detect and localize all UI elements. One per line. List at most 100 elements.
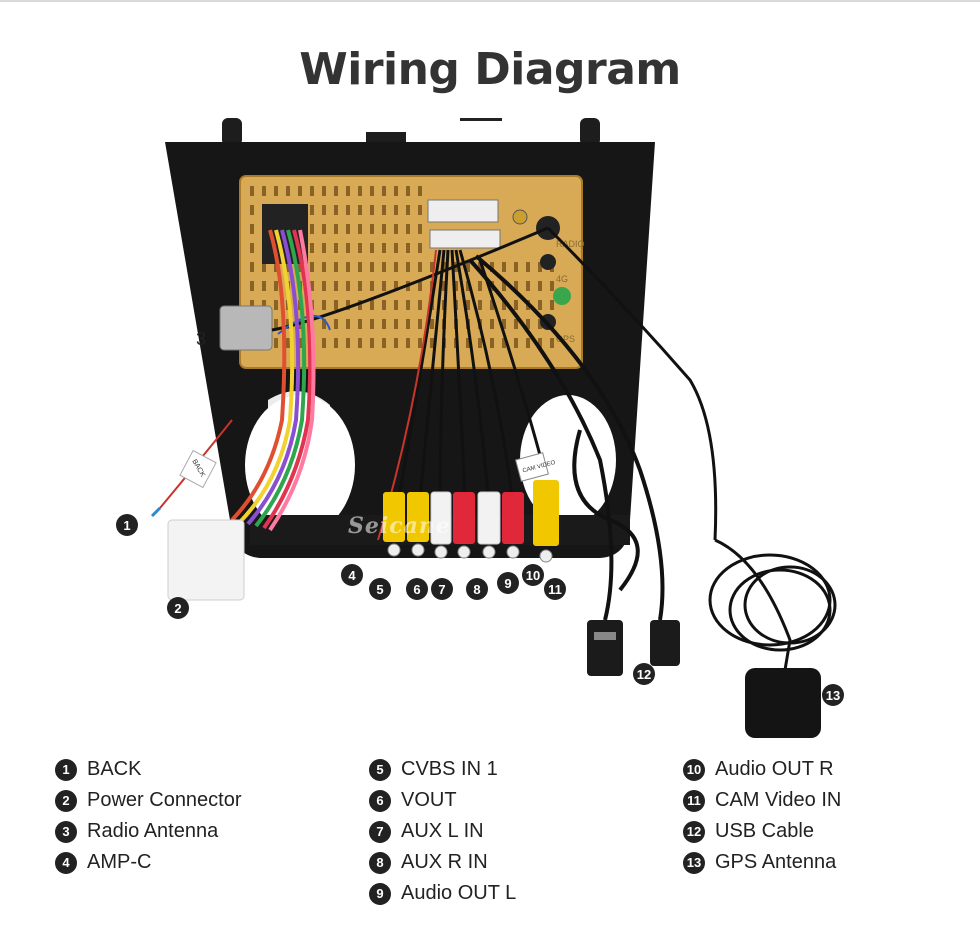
vent-slot bbox=[502, 300, 506, 310]
vent-slot bbox=[334, 300, 338, 310]
legend-number: 7 bbox=[369, 820, 391, 843]
vent-slot bbox=[418, 186, 422, 196]
vent-slot bbox=[334, 319, 338, 329]
vent-slot bbox=[310, 281, 314, 291]
vent-slot bbox=[346, 186, 350, 196]
vent-slot bbox=[310, 186, 314, 196]
legend-item: 7 AUX L IN bbox=[369, 816, 516, 847]
vent-slot bbox=[502, 319, 506, 329]
vent-slot bbox=[394, 319, 398, 329]
vent-slot bbox=[406, 300, 410, 310]
vent-slot bbox=[262, 186, 266, 196]
vent-slot bbox=[250, 300, 254, 310]
vent-slot bbox=[334, 243, 338, 253]
legend-label: GPS Antenna bbox=[715, 851, 837, 873]
callout-13: 13 bbox=[822, 684, 844, 706]
vent-slot bbox=[514, 338, 518, 348]
vent-slot bbox=[430, 319, 434, 329]
vent-slot bbox=[358, 224, 362, 234]
vent-slot bbox=[466, 338, 470, 348]
vent-slot bbox=[250, 243, 254, 253]
vent-slot bbox=[346, 243, 350, 253]
vent-slot bbox=[298, 186, 302, 196]
legend-label: USB Cable bbox=[715, 820, 814, 842]
vent-slot bbox=[274, 186, 278, 196]
vent-slot bbox=[286, 319, 290, 329]
vent-slot bbox=[274, 319, 278, 329]
legend-item: 12 USB Cable bbox=[683, 816, 841, 847]
callout-8: 8 bbox=[466, 578, 488, 600]
legend-number: 12 bbox=[683, 820, 705, 843]
vent-slot bbox=[406, 319, 410, 329]
vent-slot bbox=[382, 186, 386, 196]
legend-label: CAM Video IN bbox=[715, 789, 842, 811]
vent-slot bbox=[382, 281, 386, 291]
vent-slot bbox=[370, 186, 374, 196]
vent-slot bbox=[358, 319, 362, 329]
vent-slot bbox=[334, 224, 338, 234]
vent-slot bbox=[298, 262, 302, 272]
vent-slot bbox=[406, 243, 410, 253]
vent-slot bbox=[394, 300, 398, 310]
vent-slot bbox=[514, 300, 518, 310]
vent-slot bbox=[334, 205, 338, 215]
legend-label: Audio OUT L bbox=[401, 882, 517, 904]
vent-slot bbox=[514, 319, 518, 329]
vent-slot bbox=[370, 281, 374, 291]
vent-slot bbox=[310, 243, 314, 253]
vent-slot bbox=[322, 319, 326, 329]
gps-antenna bbox=[546, 226, 837, 738]
vent-slot bbox=[538, 262, 542, 272]
vent-slot bbox=[286, 338, 290, 348]
vent-slot bbox=[358, 300, 362, 310]
usb-cables bbox=[468, 254, 680, 676]
vent-slot bbox=[490, 262, 494, 272]
vent-slot bbox=[514, 281, 518, 291]
vent-slot bbox=[346, 262, 350, 272]
vent-slot bbox=[502, 338, 506, 348]
legend-item: 9 Audio OUT L bbox=[369, 878, 516, 909]
callout-3-text: 3 bbox=[196, 329, 206, 349]
vent-slot bbox=[526, 319, 530, 329]
legend-label: AUX L IN bbox=[401, 820, 484, 842]
vent-slot bbox=[418, 262, 422, 272]
wiring-illustration: RADIO 4G GPS BACK bbox=[150, 118, 837, 738]
callout-10: 10 bbox=[522, 564, 544, 586]
top-divider bbox=[0, 0, 980, 2]
vent-slot bbox=[418, 300, 422, 310]
vent-slot bbox=[298, 338, 302, 348]
vent-slot bbox=[466, 262, 470, 272]
legend-label: VOUT bbox=[401, 789, 457, 811]
callout-9: 9 bbox=[497, 572, 519, 594]
vent-slot bbox=[418, 281, 422, 291]
vent-slot bbox=[526, 262, 530, 272]
vent-slot bbox=[370, 319, 374, 329]
vent-slot bbox=[418, 205, 422, 215]
vent-slot bbox=[262, 300, 266, 310]
vent-slot bbox=[346, 281, 350, 291]
vent-slot bbox=[394, 205, 398, 215]
vent-slot bbox=[250, 205, 254, 215]
vent-slot bbox=[430, 262, 434, 272]
legend-number: 3 bbox=[55, 820, 77, 843]
vent-slot bbox=[490, 300, 494, 310]
vent-slot bbox=[430, 338, 434, 348]
vent-slot bbox=[406, 186, 410, 196]
vent-slot bbox=[490, 338, 494, 348]
callout-4: 4 bbox=[341, 564, 363, 586]
legend-number: 9 bbox=[369, 882, 391, 905]
vent-slot bbox=[502, 262, 506, 272]
vent-slot bbox=[550, 300, 554, 310]
vent-slot bbox=[478, 281, 482, 291]
legend-number: 2 bbox=[55, 789, 77, 812]
vent-slot bbox=[538, 319, 542, 329]
rca-bundle: CAM VIDEO bbox=[377, 249, 559, 563]
legend-number: 5 bbox=[369, 758, 391, 781]
vent-slot bbox=[478, 262, 482, 272]
vent-slot bbox=[370, 262, 374, 272]
vent-slot bbox=[274, 338, 278, 348]
vent-slot bbox=[418, 338, 422, 348]
